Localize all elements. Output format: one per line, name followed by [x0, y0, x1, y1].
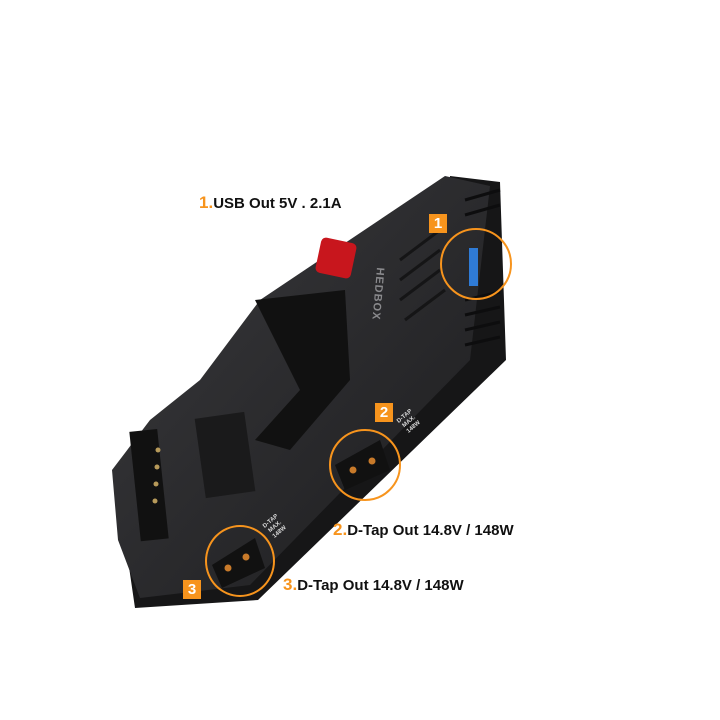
- callout-number: 2.: [333, 520, 348, 539]
- dtap3-highlight-ring: [205, 525, 275, 597]
- callout-badge-3: 3: [183, 580, 201, 599]
- release-button: [315, 237, 357, 279]
- callout-text: D-Tap Out 14.8V / 148W: [297, 577, 464, 594]
- callout-badge-2: 2: [375, 403, 393, 422]
- callout-label-3: 3.D-Tap Out 14.8V / 148W: [283, 575, 464, 595]
- battery-connector: [129, 428, 169, 542]
- callout-text: D-Tap Out 14.8V / 148W: [347, 522, 514, 539]
- v-lock-slot: [255, 290, 350, 450]
- callout-text: USB Out 5V . 2.1A: [213, 195, 342, 212]
- callout-number: 3.: [283, 575, 298, 594]
- dtap2-highlight-ring: [329, 429, 401, 501]
- usb-highlight-ring: [440, 228, 512, 300]
- callout-label-2: 2.D-Tap Out 14.8V / 148W: [333, 520, 514, 540]
- callout-label-1: 1.USB Out 5V . 2.1A: [199, 193, 342, 213]
- callout-number: 1.: [199, 193, 214, 212]
- label-panel: [194, 411, 256, 499]
- callout-badge-1: 1: [429, 214, 447, 233]
